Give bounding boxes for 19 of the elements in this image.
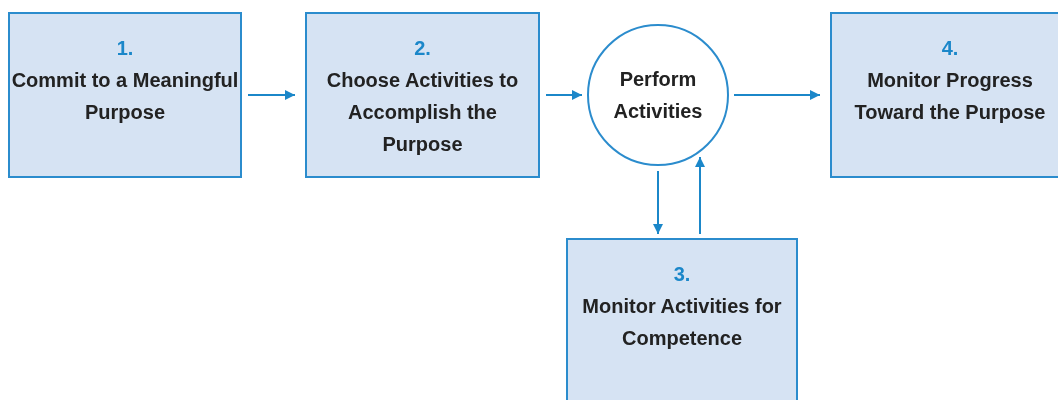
step-number: 4. [941, 36, 959, 61]
process-circle [587, 24, 729, 166]
step-number: 3. [673, 262, 691, 287]
step-number: 1. [116, 36, 134, 61]
step-label: Choose Activities to Accomplish the Purpose [325, 68, 520, 157]
step-number: 2. [414, 36, 431, 61]
arrow [653, 170, 663, 235]
arrow [247, 90, 296, 100]
step-label: Perform Activities [612, 67, 704, 124]
arrow [545, 90, 583, 100]
process-box [566, 238, 798, 400]
arrow [733, 90, 821, 100]
process-box [305, 12, 540, 178]
step-label: Monitor Activities for Competence [581, 294, 783, 351]
process-box [830, 12, 1058, 178]
arrow [695, 156, 705, 235]
step-label: Monitor Progress Toward the Purpose [853, 68, 1047, 125]
process-box [8, 12, 242, 178]
step-label: Commit to a Meaningful Purpose [10, 68, 240, 125]
